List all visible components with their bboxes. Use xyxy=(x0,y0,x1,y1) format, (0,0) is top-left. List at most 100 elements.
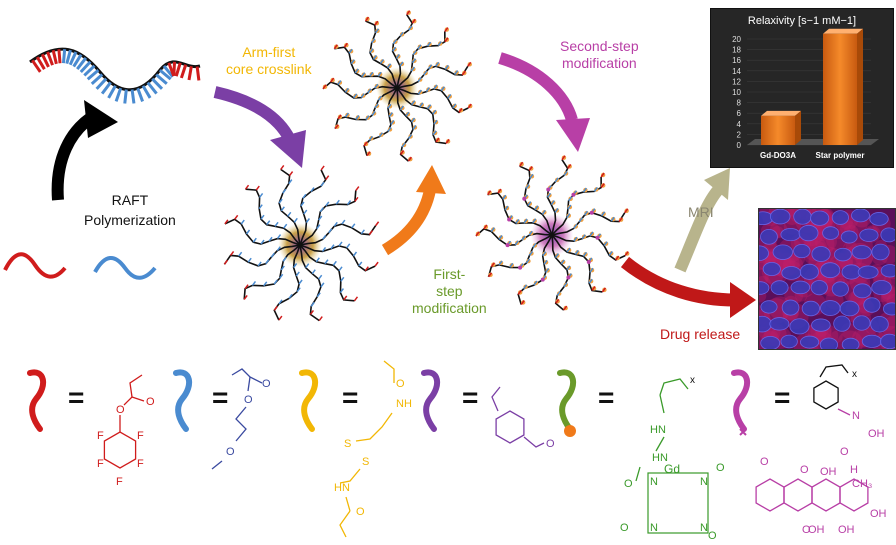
cell-nucleus xyxy=(781,266,802,280)
cell-nucleus xyxy=(762,261,781,277)
cell-nucleus xyxy=(759,281,770,295)
cell-nucleus xyxy=(880,264,895,278)
cell-nucleus xyxy=(882,302,895,316)
drug-release-arrow-head xyxy=(730,282,756,318)
cell-nucleus xyxy=(851,245,872,260)
cell-nucleus xyxy=(841,337,860,349)
cell-nucleus xyxy=(793,244,811,259)
arm-first-label: Arm-first core crosslink xyxy=(226,44,312,78)
bond xyxy=(129,374,143,398)
cell-nucleus xyxy=(810,210,830,226)
cyclen-ring xyxy=(647,472,709,534)
cell-nucleus xyxy=(759,245,769,262)
red-block-squiggle xyxy=(3,252,67,279)
y-tick-label: 2 xyxy=(737,130,742,139)
legend-bead xyxy=(564,425,576,437)
bond xyxy=(247,376,251,392)
gadolinium-label: Gd xyxy=(664,462,680,476)
legend-gd-arm xyxy=(557,369,577,432)
cell-nucleus xyxy=(851,209,870,223)
cell-nucleus xyxy=(861,334,882,348)
dox-o: O xyxy=(800,464,809,476)
chart-title: Relaxivity [s−1 mM−1] xyxy=(747,15,857,27)
peg-carbonyl-o: O xyxy=(262,378,271,390)
cell-nucleus xyxy=(840,230,858,244)
fluorine-label: F xyxy=(137,458,144,470)
cell-nucleus xyxy=(863,297,881,313)
dox-oh: OH xyxy=(820,466,837,478)
arm-first-line1: Arm-first xyxy=(242,44,296,60)
bond xyxy=(837,408,851,416)
bond xyxy=(635,466,641,482)
cell-nucleus xyxy=(819,337,839,349)
bond xyxy=(235,406,247,442)
ring xyxy=(813,380,839,410)
cell-nucleus xyxy=(769,317,790,331)
bond xyxy=(211,460,223,470)
first-step-line3: modification xyxy=(412,300,487,316)
mri-arrow-head xyxy=(704,168,730,200)
arm-first-line2: core crosslink xyxy=(226,61,312,77)
dox-o: O xyxy=(840,446,849,458)
first-step-arrow xyxy=(381,188,436,256)
star-polymer-first-step xyxy=(322,10,473,162)
dox-marker xyxy=(739,428,747,436)
gd-o: O xyxy=(624,478,633,490)
cell-nucleus xyxy=(859,228,879,242)
drug-release-label: Drug release xyxy=(660,326,741,342)
gd-n: N xyxy=(700,476,708,488)
y-tick-label: 14 xyxy=(732,67,741,76)
gd-hn: HN xyxy=(652,452,668,464)
pfp-carbonyl-o: O xyxy=(146,396,155,408)
y-tick-label: 10 xyxy=(732,88,741,97)
y-tick-label: 20 xyxy=(732,35,741,44)
first-step-arrow-head xyxy=(416,165,446,194)
pfp-ester-o: O xyxy=(116,404,125,416)
cell-nucleus xyxy=(780,227,801,242)
dox-oh: OH xyxy=(838,524,855,536)
bond xyxy=(231,368,263,384)
bond xyxy=(339,510,351,538)
y-tick-label: 16 xyxy=(732,56,741,65)
legend-peg-arm xyxy=(173,369,193,432)
gd-hn: HN xyxy=(650,424,666,436)
repeat-x: x xyxy=(690,375,695,386)
cell-nucleus xyxy=(853,283,872,299)
cell-nucleus xyxy=(789,318,810,335)
cell-nucleus xyxy=(760,335,781,349)
equals-sign: = xyxy=(68,382,84,413)
fluorine-label: F xyxy=(137,430,144,442)
cell-nucleus xyxy=(869,212,889,226)
y-tick-label: 4 xyxy=(737,120,742,129)
cell-nucleus xyxy=(810,280,828,296)
bond xyxy=(383,360,395,383)
gd-n: N xyxy=(650,522,658,534)
dox-o: O xyxy=(760,456,769,468)
cell-nucleus xyxy=(790,280,811,295)
cell-nucleus xyxy=(820,300,841,316)
second-step-line2: modification xyxy=(561,55,637,71)
ring xyxy=(755,478,785,512)
y-tick-label: 8 xyxy=(737,99,742,108)
equals-sign: = xyxy=(462,382,478,413)
y-tick-label: 18 xyxy=(732,46,741,55)
cell-nucleus xyxy=(811,318,831,332)
cell-nucleus xyxy=(831,281,849,297)
crosslinker-hn: HN xyxy=(334,482,350,494)
equals-sign: = xyxy=(342,382,358,413)
cell-nucleus xyxy=(831,210,849,225)
star-polymer-core-crosslinked xyxy=(223,164,380,322)
crosslinker-o: O xyxy=(396,378,405,390)
dox-n: N xyxy=(852,410,860,422)
bar-top xyxy=(823,28,863,34)
cell-nucleus xyxy=(834,247,852,262)
first-step-word1: First- xyxy=(433,266,466,282)
fluorine-label: F xyxy=(97,430,104,442)
peg-ether-o: O xyxy=(226,446,235,458)
cell-nucleus xyxy=(870,316,889,333)
arm-first-arrow xyxy=(213,86,296,143)
legend-pfp-arm xyxy=(27,369,47,432)
